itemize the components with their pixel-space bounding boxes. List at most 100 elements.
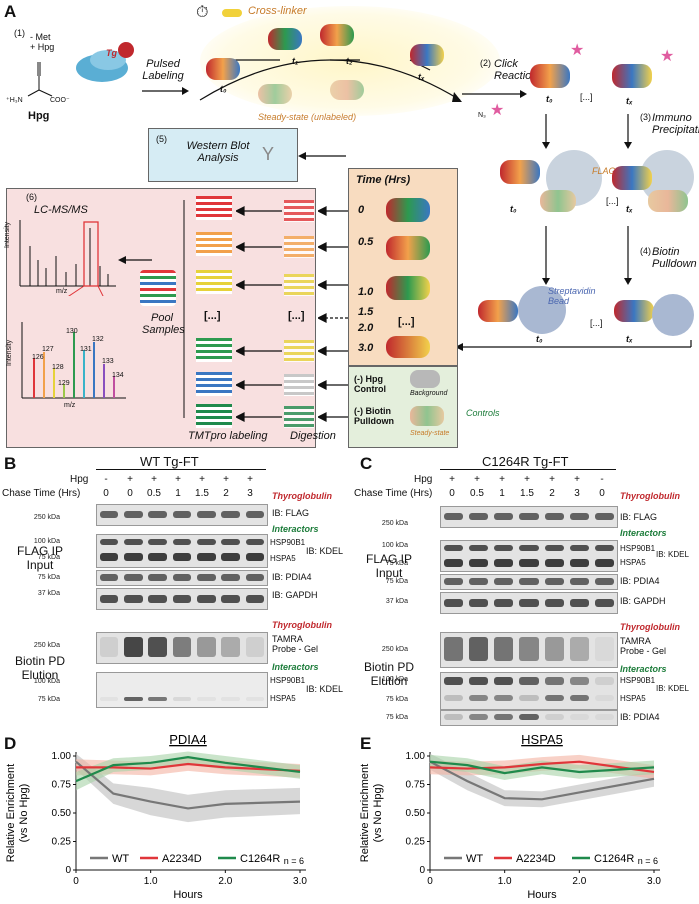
time-hrs-label: Time (Hrs) [356, 174, 411, 186]
time-1-0: 1.0 [358, 286, 374, 298]
panel-c-ib-pdia4: IB: PDIA4 [620, 576, 660, 586]
panel-b-blot-kdel-band [197, 553, 216, 561]
panel-b-blot-flag-band [221, 511, 240, 518]
panel-c-ib-kdel: IB: KDEL [656, 550, 689, 559]
panel-b-blot-tamra [96, 632, 268, 664]
y-axis-label: Relative Enrichment [359, 764, 371, 862]
step4-number: (4) [640, 246, 651, 256]
strep-bead-t0-icon [518, 286, 566, 334]
hpg-formula-left: ⁺H₃N [6, 97, 23, 104]
chart-title: HSPA5 [521, 732, 563, 747]
probe-star-icon: ★ [490, 102, 505, 119]
clicked-protein-tx-icon [612, 64, 652, 88]
panel-c-chase-lane-0: 0 [449, 488, 455, 499]
panel-b-hpg-label: Hpg [70, 474, 89, 485]
x-axis-label: Hours [527, 889, 557, 901]
panel-c-blot-kdel-band [569, 545, 589, 551]
y-tick-label: 0.50 [406, 808, 426, 819]
ip-steady-t0-icon [540, 190, 576, 212]
panel-b-ib-flag: IB: FLAG [272, 508, 310, 518]
panel-b-blot-flag-band [148, 511, 167, 518]
panel-b-tamra-label: TAMRA Probe - Gel [272, 634, 319, 654]
panel-c-blot-kdel-pd-band [544, 677, 564, 685]
peak-128: 128 [52, 364, 64, 371]
arrow-ip-left [542, 114, 550, 149]
panel-c-blot-tamra-band [569, 637, 589, 661]
panel-b-blot-tamra-band [172, 637, 192, 657]
x-tick-label: 2.0 [218, 876, 232, 887]
ms1-intensity-label: Intensity [4, 221, 11, 248]
panel-b-blot-pdia4-band [124, 574, 143, 581]
ellipsis-2: [...] [606, 196, 619, 206]
panel-b-blot-gapdh-band [221, 595, 240, 603]
peak-133: 133 [102, 358, 114, 365]
panel-c-kda-250: 250 kDa [381, 520, 408, 527]
panel-b-hpg-lane-2: + [151, 474, 157, 485]
ms2-spectrum-icon [21, 322, 126, 399]
arrow-pulsed [142, 87, 189, 95]
panel-b-blot-kdel-band [99, 553, 119, 561]
arrow-ip-right [624, 114, 632, 149]
panel-b-blot-kdel-band [124, 553, 143, 561]
bp-protein-tx-icon [614, 300, 654, 322]
panel-b-blot-kdel-pd-band [197, 697, 216, 701]
panel-c-blot-gapdh-band [519, 599, 539, 607]
panel-c-blot-flag-band [519, 513, 539, 520]
band-c1264r [76, 751, 300, 791]
panel-c-blot-pdia4-band [569, 578, 589, 585]
ellipsis-tmt: [...] [204, 310, 221, 322]
panel-b-blot-gapdh [96, 588, 268, 610]
digest-row-6-icon [284, 406, 314, 428]
peak-129: 129 [58, 380, 70, 387]
y-tick-label: 1.00 [52, 751, 72, 762]
panel-b-blot-kdel-band [124, 539, 143, 545]
time-1-5: 1.5 [358, 306, 374, 318]
panel-c-blot-kdel-band [519, 559, 539, 567]
x-tick-label: 0 [73, 876, 79, 887]
legend-label-a2234d: A2234D [162, 853, 202, 865]
panel-b-interactors-label: Interactors [272, 524, 319, 534]
panel-b-kda-75: 75 kDa [37, 554, 60, 561]
panel-b-blot-pdia4-band [221, 574, 240, 581]
panel-c-hpg-lane-0: + [449, 474, 455, 485]
panel-b-blot-pdia4-band [172, 574, 192, 581]
y-tick-label: 0.25 [52, 837, 72, 848]
panel-c-title: C1264R Tg-FT [482, 454, 569, 469]
er-cell-icon [76, 42, 134, 82]
arrows-time-to-digest [318, 206, 348, 422]
legend-label-c1264r: C1264R [240, 853, 280, 865]
tx-clicked-label: tₓ [626, 96, 633, 106]
y-tick-label: 0.75 [52, 780, 72, 791]
biotin-control-label: (-) Biotin Pulldown [354, 406, 394, 426]
stopwatch-icon: ⏱ [196, 4, 209, 21]
panel-c-blot-kdel-band [469, 545, 489, 551]
ellipsis-1: [...] [580, 92, 593, 102]
panel-c-blot-gapdh-band [444, 599, 464, 607]
panel-c-blot-pdia4-band [519, 578, 539, 585]
t0-label: t₀ [220, 84, 227, 94]
cross-linker-label: Cross-linker [248, 5, 307, 17]
panel-c-kda-75: 75 kDa [385, 560, 408, 567]
y-axis-label: (vs No Hpg) [372, 784, 384, 843]
ellipsis-digest: [...] [288, 310, 305, 322]
panel-b-blot-tamra-band [148, 637, 167, 657]
band-wt [76, 753, 300, 823]
panel-c-blot-tamra-band [594, 637, 614, 661]
streptavidin-label: Streptavidin Bead [548, 286, 596, 306]
panel-c-blot-kdel-pd-band [519, 677, 539, 685]
flag-ab-label: FLAG Ab [592, 166, 629, 176]
panel-b-chase-lane-5: 2 [223, 488, 229, 499]
panel-c-ib-flag: IB: FLAG [620, 512, 658, 522]
panel-b-blot-flag-band [197, 511, 216, 518]
legend-label-a2234d: A2234D [516, 853, 556, 865]
steady-state-label-2: Steady-state [410, 430, 450, 437]
arrow-to-time-box [455, 340, 692, 351]
western-blot-label: Western Blot Analysis [186, 140, 250, 164]
panel-b-hpg-lane-0: - [104, 474, 108, 485]
pooled-peptides-icon [140, 270, 176, 306]
panel-b-kda-100: 100 kDa [33, 538, 60, 545]
tmt-row-4-icon [196, 338, 232, 362]
tmt-row-6-icon [196, 404, 232, 428]
panel-c-blot-pdia4-band [444, 578, 464, 585]
y-tick-label: 0.50 [52, 808, 72, 819]
